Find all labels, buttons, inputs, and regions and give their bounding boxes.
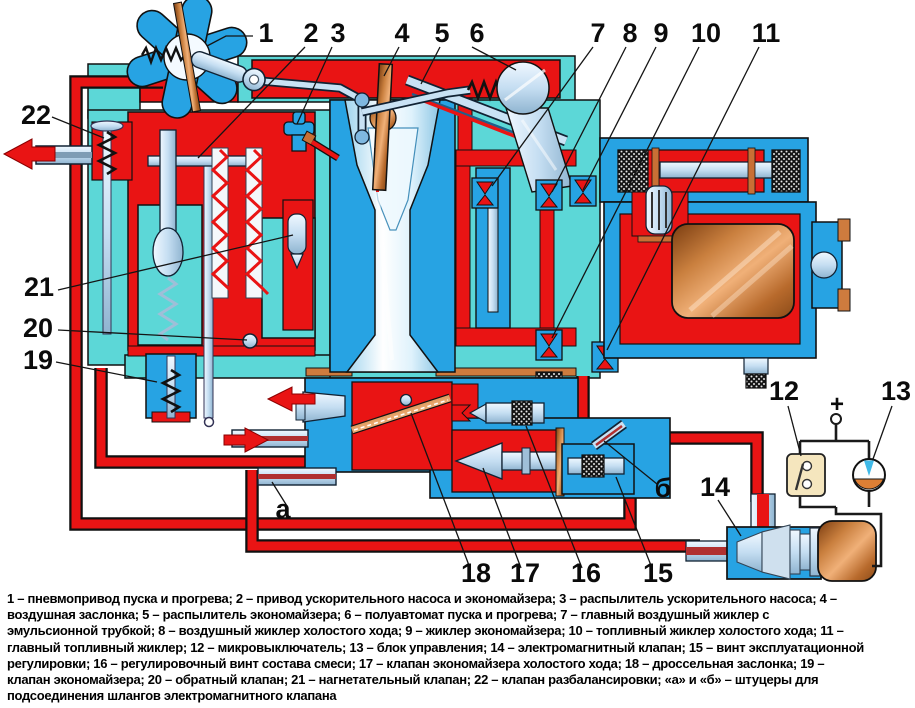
caption-line: подсоединения шлангов электромагнитного … [7, 688, 337, 704]
diaphragm [172, 1, 202, 113]
callout-14: 14 [700, 472, 730, 502]
economizer-idle-assembly [451, 383, 635, 497]
flow-arrow-vacuum [266, 386, 316, 412]
delivery-valve-21 [282, 199, 314, 331]
plus-terminal [830, 413, 842, 425]
economizer-jet-9 [569, 175, 597, 207]
economizer-valve-19 [145, 353, 197, 423]
caption-line: клапан экономайзера; 20 – обратный клапа… [7, 672, 819, 688]
callout-leaders [51, 35, 893, 569]
starter-pneumatic-drive-1 [126, 0, 266, 119]
callout-19: 19 [23, 345, 53, 375]
pump-plunger [152, 129, 184, 342]
service-screw-15 [561, 443, 635, 495]
callout-10: 10 [691, 18, 721, 48]
callout-17: 17 [510, 558, 540, 588]
electrical-circuit [786, 413, 886, 568]
caption-line: 1 – пневмопривод пуска и прогрева; 2 – п… [7, 591, 837, 606]
caption-line: регулировки; 16 – регулировочный винт со… [7, 655, 825, 671]
callout-20: 20 [23, 313, 53, 343]
jets-cluster [471, 167, 619, 373]
callout-12: 12 [769, 376, 799, 406]
wiring [798, 421, 883, 568]
caption-line: воздушная заслонка; 5 – распылитель экон… [7, 607, 770, 623]
callout-labels: 1 2 3 4 5 6 7 8 9 10 11 22 21 20 19 12 1… [21, 18, 911, 588]
microswitch-12 [786, 453, 826, 497]
caption-line: эмульсионной трубкой; 8 – воздушный жикл… [7, 623, 844, 639]
electromagnetic-valve-14 [685, 493, 877, 582]
idle-fuel-jet-10 [535, 329, 563, 361]
flow-arrows [2, 138, 316, 453]
callout-11: 11 [752, 18, 781, 48]
callout-21: 21 [24, 272, 54, 302]
needle [659, 161, 791, 179]
flow-arrow-left-out [2, 138, 56, 170]
solenoid-coil [817, 520, 877, 582]
callout-b: б [655, 473, 672, 503]
flow-arrow-in [223, 427, 270, 453]
idle-economizer-valve-17 [454, 442, 561, 480]
float [671, 223, 795, 319]
control-unit-13 [852, 458, 886, 492]
plus-sign: + [830, 391, 844, 418]
check-valve-20 [242, 333, 258, 349]
callout-a: а [275, 494, 291, 524]
callout-1: 1 [258, 18, 273, 48]
idle-air-jet-8 [535, 179, 563, 211]
accelerator-sprayer-3 [283, 111, 340, 161]
callout-22: 22 [21, 100, 51, 130]
callout-4: 4 [394, 18, 409, 48]
carburetor-schematic: 1 2 3 4 5 6 7 8 9 10 11 22 21 20 19 12 1… [2, 0, 911, 588]
drive-spring [140, 44, 186, 66]
fuel-inlet-needle-valve [599, 137, 809, 203]
callout-5: 5 [434, 18, 449, 48]
callout-6: 6 [469, 18, 484, 48]
callout-2: 2 [303, 18, 318, 48]
choke-flap-4 [371, 62, 394, 192]
pump-lever [249, 75, 471, 145]
throttle-flap-18 [350, 393, 452, 435]
caption-line: главный топливный жиклер; 12 – микровыкл… [7, 639, 864, 655]
stub-b [591, 419, 627, 451]
callout-8: 8 [622, 18, 637, 48]
mixture-screw-16 [451, 400, 545, 426]
callout-15: 15 [643, 558, 673, 588]
callout-7: 7 [590, 18, 605, 48]
callout-13: 13 [881, 376, 911, 406]
caption-legend: 1 – пневмопривод пуска и прогрева; 2 – п… [7, 591, 913, 704]
accelerator-pump-internals [35, 120, 314, 428]
callout-18: 18 [461, 558, 491, 588]
float-chamber [603, 185, 851, 389]
callout-9: 9 [653, 18, 668, 48]
venturi [329, 99, 456, 373]
start-semiautomatic-6 [466, 61, 573, 193]
callout-16: 16 [571, 558, 601, 588]
callout-3: 3 [330, 18, 345, 48]
pump-springs [210, 147, 270, 299]
